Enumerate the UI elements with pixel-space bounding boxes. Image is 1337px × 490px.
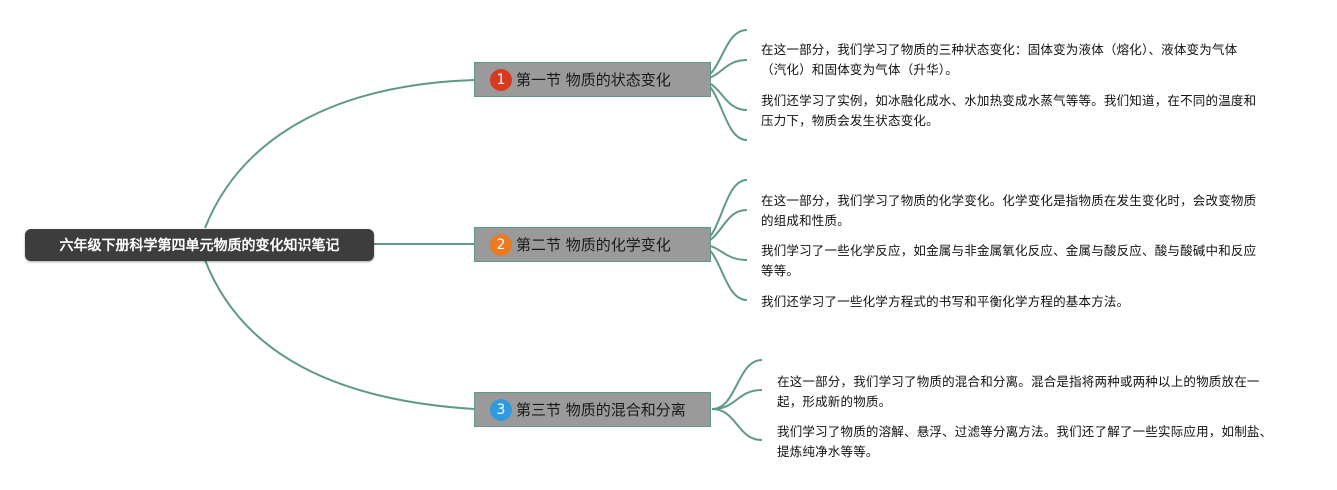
connector-section-3-note-3 <box>711 408 763 441</box>
note-1-2: 我们还学习了实例，如冰融化成水、水加热变成水蒸气等等。我们知道，在不同的温度和压… <box>761 93 1257 128</box>
section-topic-1[interactable]: 1 第一节 物质的状态变化 <box>474 62 711 97</box>
note-1-1: 在这一部分，我们学习了物质的三种状态变化：固体变为液体（熔化）、液体变为气体（汽… <box>761 42 1238 77</box>
connector-section-3-note-1 <box>711 359 763 410</box>
note-3-2: 我们学习了物质的溶解、悬浮、过滤等分离方法。我们还了解了一些实际应用，如制盐、提… <box>777 424 1273 459</box>
number-badge-3-icon: 3 <box>490 398 512 421</box>
section-topic-2[interactable]: 2 第二节 物质的化学变化 <box>474 227 711 262</box>
section-topic-3[interactable]: 3 第三节 物质的混合和分离 <box>474 392 711 427</box>
number-badge-1-icon: 1 <box>490 68 512 91</box>
section-title-2: 第二节 物质的化学变化 <box>516 236 671 254</box>
note-2-2: 我们学习了一些化学反应，如金属与非金属氧化反应、金属与酸反应、酸与酸碱中和反应等… <box>761 243 1257 278</box>
number-badge-2-icon: 2 <box>490 233 512 256</box>
root-title: 六年级下册科学第四单元物质的变化知识笔记 <box>59 238 340 254</box>
connector-root-to-section-3 <box>204 259 475 410</box>
note-3-1: 在这一部分，我们学习了物质的混合和分离。混合是指将两种或两种以上的物质放在一起，… <box>777 374 1260 409</box>
section-title-1: 第一节 物质的状态变化 <box>516 71 671 89</box>
connector-section-3-note-2 <box>711 389 763 410</box>
connector-root-to-section-1 <box>204 79 475 229</box>
note-2-3: 我们还学习了一些化学方程式的书写和平衡化学方程的基本方法。 <box>761 294 1130 309</box>
note-2-1: 在这一部分，我们学习了物质的化学变化。化学变化是指物质在发生变化时，会改变物质的… <box>761 193 1257 228</box>
section-title-3: 第三节 物质的混合和分离 <box>516 401 686 419</box>
root-topic[interactable]: 六年级下册科学第四单元物质的变化知识笔记 <box>25 229 374 261</box>
